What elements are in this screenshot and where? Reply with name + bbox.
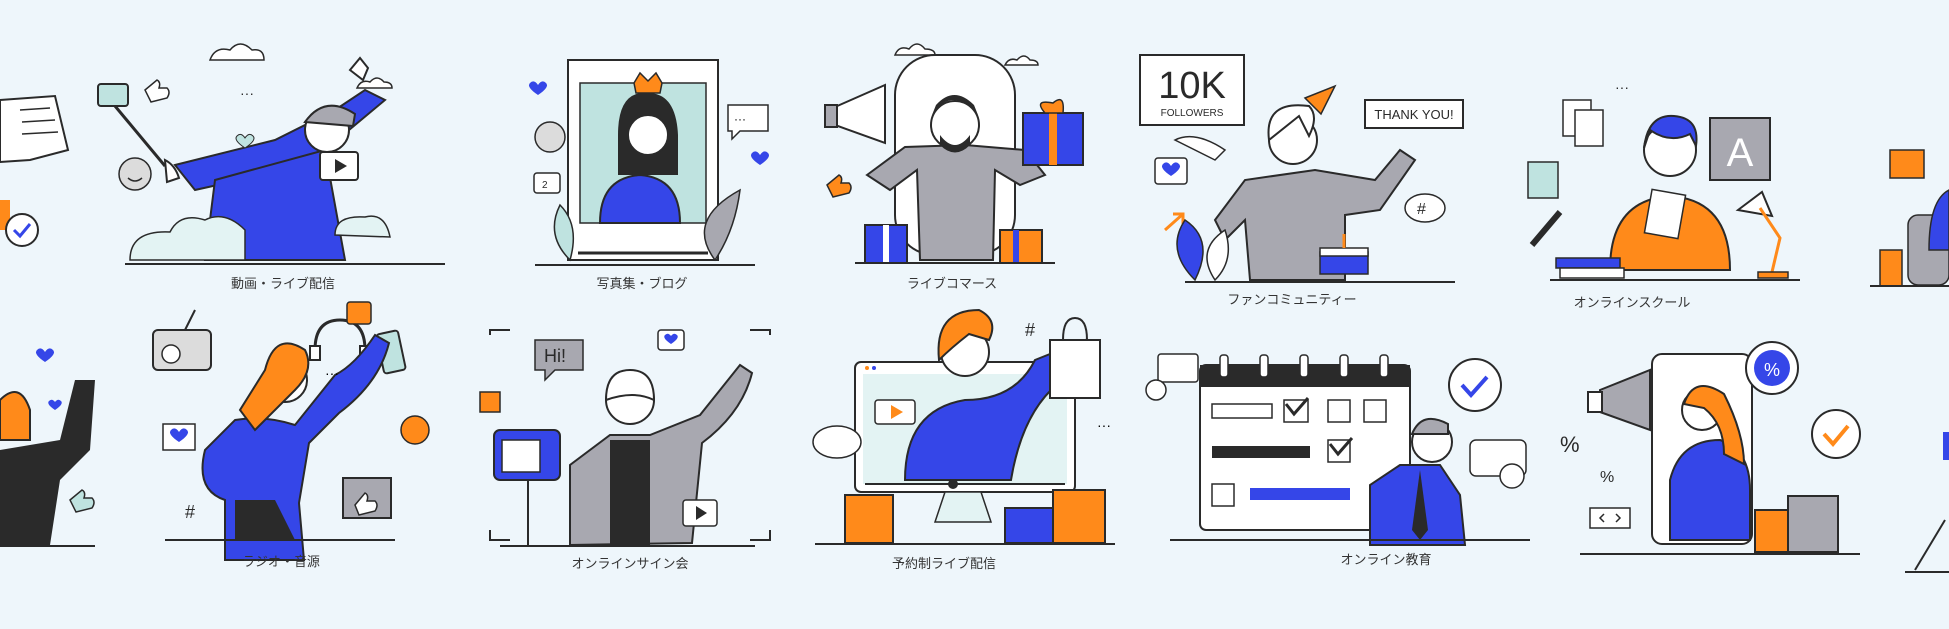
online-signing-illustration: Hi! (479, 329, 771, 547)
caption-online-education: オンライン教育 (1340, 553, 1432, 568)
lamp-icon (1735, 190, 1774, 218)
followers-count: 10K (1158, 65, 1226, 107)
online-school-illustration: A ··· (1527, 79, 1800, 281)
dots-text: ··· (1615, 79, 1629, 95)
crown-icon (633, 71, 663, 94)
caption-photo-blog: 写真集・ブログ (596, 277, 688, 292)
headphones-icon (313, 318, 367, 351)
caption-video-live: 動画・ライブ配信 (230, 277, 336, 292)
thumbs-up-icon (354, 492, 378, 516)
percent-text-small: % (1600, 469, 1614, 486)
heart-icon (235, 133, 255, 149)
check-icon (5, 213, 39, 247)
reserved-live-illustration: # ··· (812, 308, 1115, 545)
dots-text: ··· (325, 365, 339, 381)
radio-icon (152, 329, 212, 371)
heart-icon (36, 348, 54, 362)
heart-icon (1162, 162, 1180, 176)
partial-right-bottom-illustration (1905, 432, 1949, 573)
cloud-icon (208, 43, 265, 61)
caption-online-signing: オンラインサイン会 (571, 557, 689, 572)
shopping-bag-icon (1049, 339, 1101, 399)
partial-left-bottom-illustration (0, 348, 95, 547)
smiley-icon (118, 157, 152, 191)
hash-text: # (1417, 201, 1426, 218)
megaphone-icon (834, 83, 886, 145)
chat-bubble-icon (727, 104, 769, 141)
letter-a: A (1727, 131, 1754, 175)
hash-text: # (185, 502, 195, 522)
thumbs-up-icon (826, 174, 852, 198)
check-icon (1448, 358, 1502, 412)
partial-document-illustration (0, 94, 70, 247)
hi-text: Hi! (544, 346, 566, 366)
photo-blog-illustration: 2 ··· (529, 59, 769, 266)
heart-icon (170, 428, 188, 442)
hash-text: # (1025, 320, 1035, 340)
followers-label: FOLLOWERS (1161, 108, 1224, 119)
heart-icon (529, 81, 547, 95)
caption-reserved-live: 予約制ライブ配信 (891, 557, 997, 572)
live-commerce-illustration (824, 43, 1084, 264)
video-live-illustration: ··· (97, 43, 445, 265)
dots-text: ··· (1097, 417, 1111, 433)
phone-on-stick (97, 83, 129, 107)
thumbs-up-icon (144, 79, 170, 103)
comment-count: 2 (542, 180, 548, 191)
megaphone-icon (1599, 368, 1651, 432)
smiley-icon (534, 121, 566, 153)
caption-online-school: オンラインスクール (1573, 296, 1691, 311)
radio-audio-illustration: # ··· (152, 301, 430, 561)
fan-community-illustration: 10K FOLLOWERS THANK YOU! # (1139, 54, 1464, 283)
check-icon (1811, 409, 1861, 459)
heart-icon (664, 333, 678, 344)
caption-fan-community: ファンコミュニティー (1227, 293, 1357, 308)
percent-badge: % (1764, 360, 1780, 380)
marketing-sale-illustration: % % % (1560, 341, 1861, 555)
caption-live-commerce: ライブコマース (906, 277, 998, 292)
thank-you-text: THANK YOU! (1374, 107, 1453, 122)
online-education-illustration (1145, 353, 1530, 546)
smiley-icon (400, 415, 430, 445)
percent-text: % (1560, 432, 1580, 457)
partial-right-top-illustration (1870, 149, 1949, 287)
thumbs-up-icon (69, 489, 95, 513)
dots-text: ··· (240, 85, 254, 101)
chat-dots: ··· (734, 112, 746, 126)
caption-radio-audio: ラジオ・音源 (242, 555, 320, 570)
